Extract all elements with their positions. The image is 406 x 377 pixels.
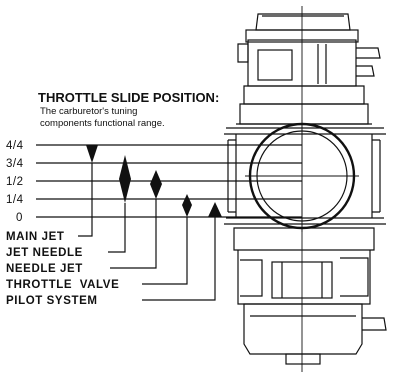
component-label-needle-jet: NEEDLE JET [6,263,83,275]
position-scale: 4/4 3/4 1/2 1/4 0 [6,140,302,224]
component-label-jet-needle: JET NEEDLE [6,247,83,259]
component-label-throttle-valve: THROTTLE VALVE [6,279,119,291]
needle-jet-leader-line [110,199,157,269]
component-label-main-jet: MAIN JET [6,231,64,243]
pilot-system-range-marker [208,202,222,217]
subtitle-line-1: The carburetor's tuning [40,106,137,117]
position-label-0: 0 [16,212,23,224]
position-label-3-4: 3/4 [6,158,24,170]
pilot-system-leader-line [142,217,216,301]
needle-jet-range-marker [150,170,162,199]
range-markers [86,145,222,217]
main-jet-leader-line [78,163,93,237]
position-label-1-4: 1/4 [6,194,24,206]
component-label-pilot-system: PILOT SYSTEM [6,295,98,307]
jet-needle-range-marker [119,155,131,203]
jet-needle-leader-line [108,203,126,253]
carburetor-illustration [224,6,387,372]
position-label-1-2: 1/2 [6,176,24,188]
throttle-valve-range-marker [182,194,192,217]
position-label-4-4: 4/4 [6,140,24,152]
component-labels: MAIN JET JET NEEDLE NEEDLE JET THROTTLE … [6,231,119,307]
leader-lines [78,163,216,301]
main-jet-range-marker [86,145,98,163]
subtitle-line-2: components functional range. [40,118,165,129]
throttle-valve-leader-line [142,217,188,285]
page-title: THROTTLE SLIDE POSITION: [38,90,219,105]
